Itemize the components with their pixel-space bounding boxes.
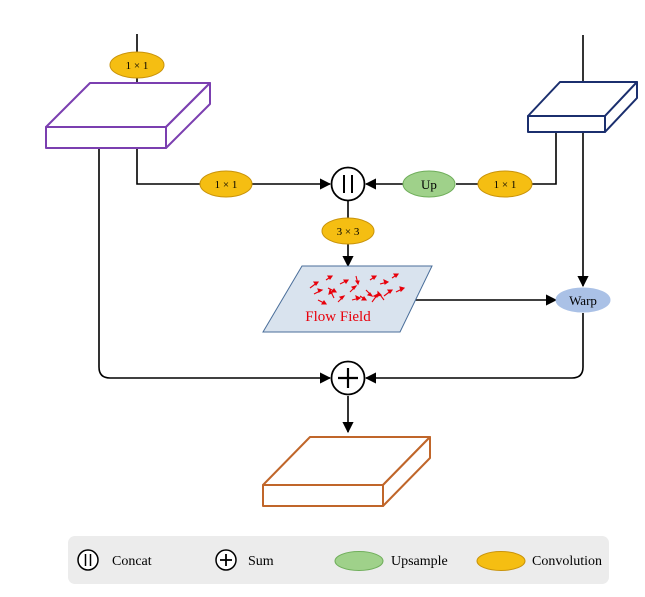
legend-item-upsample: Upsample [334, 551, 448, 571]
legend: Concat Sum Upsample Convolution [68, 536, 609, 584]
legend-label-convolution: Convolution [532, 554, 602, 569]
legend-label-upsample: Upsample [391, 554, 448, 569]
input-feature-block-right [527, 81, 638, 133]
input-feature-block-left [45, 82, 211, 149]
conv-1x1-top-left: 1 × 1 [109, 51, 165, 79]
connectors [98, 34, 589, 434]
legend-label-sum: Sum [248, 554, 274, 569]
sum-node [330, 360, 366, 396]
conv-3x3-label: 3 × 3 [337, 226, 360, 238]
conv-1x1-mid-left-label: 1 × 1 [215, 179, 238, 191]
legend-item-concat: Concat [77, 549, 152, 571]
conv-1x1-right-label: 1 × 1 [494, 179, 517, 191]
conv-3x3: 3 × 3 [321, 217, 375, 245]
output-feature-block [262, 436, 431, 507]
conv-1x1-right: 1 × 1 [477, 170, 533, 198]
legend-item-sum: Sum [215, 549, 274, 571]
flow-vectors [309, 273, 406, 305]
flow-field-panel: Flow Field [262, 265, 433, 333]
conv-1x1-top-left-label: 1 × 1 [126, 60, 149, 72]
concat-node [330, 166, 366, 202]
upsample-node-label: Up [421, 177, 437, 192]
convolution-icon [476, 551, 526, 571]
upsample-icon [334, 551, 384, 571]
concat-icon [77, 549, 99, 571]
warp-node: Warp [555, 287, 611, 313]
conv-1x1-mid-left: 1 × 1 [199, 170, 253, 198]
upsample-node: Up [402, 170, 456, 198]
legend-item-convolution: Convolution [476, 551, 602, 571]
flow-field-label: Flow Field [305, 309, 371, 325]
legend-label-concat: Concat [112, 554, 152, 569]
warp-node-label: Warp [569, 293, 597, 308]
sum-icon [215, 549, 237, 571]
